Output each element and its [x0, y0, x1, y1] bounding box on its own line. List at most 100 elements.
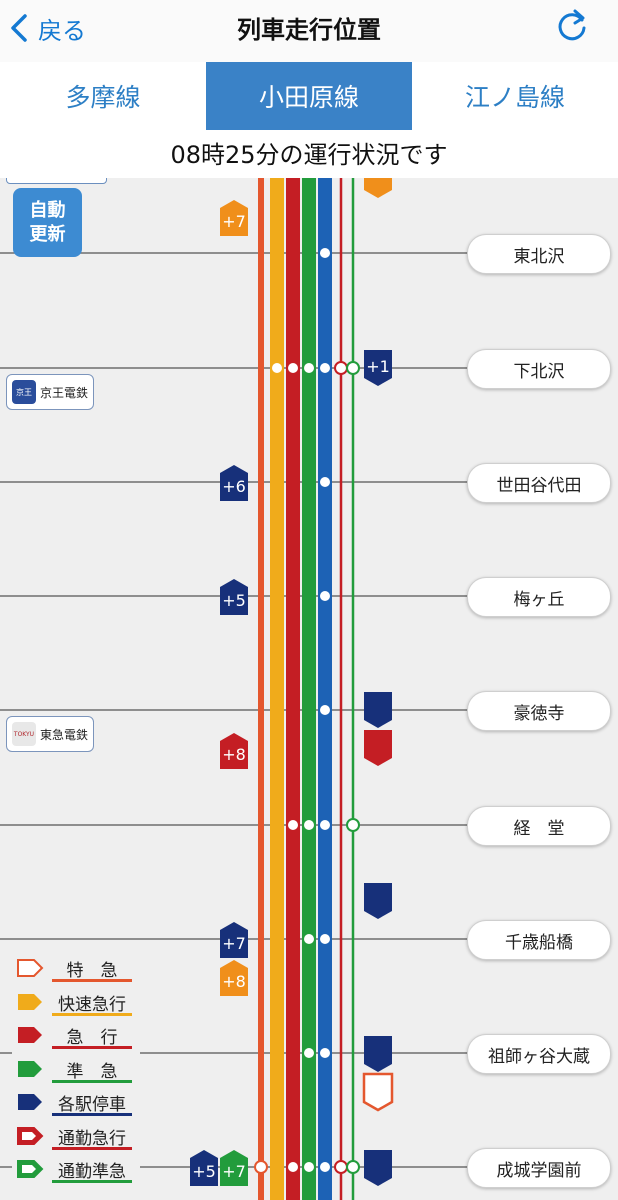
train-label: +7: [222, 934, 246, 953]
legend-label: 各駅停車: [58, 1095, 126, 1115]
legend-underline: [52, 1146, 132, 1150]
legend-underline: [52, 1113, 132, 1116]
train-type-icon: [18, 1060, 42, 1077]
legend-underline: [52, 1079, 132, 1083]
chevron-left-icon: [11, 14, 27, 42]
station-pill[interactable]: 東北沢: [467, 234, 611, 274]
train-marker: [364, 883, 392, 919]
stop-dot: [320, 477, 330, 487]
tab-tama-line[interactable]: 多摩線: [65, 83, 141, 112]
legend-item: 各駅停車: [12, 1088, 140, 1122]
station-pill[interactable]: 世田谷代田: [467, 463, 611, 503]
stop-dot: [320, 363, 330, 373]
company-badge-tokyu[interactable]: TOKYU 東急電鉄: [6, 716, 94, 752]
tab-enoshima-line[interactable]: 江ノ島線: [464, 83, 565, 112]
stop-dot: [320, 820, 330, 830]
stop-ring: [346, 361, 360, 375]
stop-dot: [288, 820, 298, 830]
keio-logo-text: 京王: [16, 387, 32, 397]
legend-label: 快速急行: [58, 994, 126, 1015]
legend-label: 通勤準急: [58, 1162, 126, 1182]
stop-dot: [320, 248, 330, 258]
legend: 特 急快速急行急 行準 急各駅停車通勤急行通勤準急: [12, 946, 140, 1189]
stop-ring: [334, 361, 348, 375]
stop-dot: [320, 934, 330, 944]
train-label: +7: [222, 212, 246, 231]
train-marker: [364, 178, 392, 198]
stop-dot: [288, 363, 298, 373]
station-pill[interactable]: 梅ヶ丘: [467, 577, 611, 617]
train-marker: [220, 733, 248, 769]
stop-ring: [346, 1160, 360, 1174]
refresh-button[interactable]: [552, 6, 592, 46]
stop-dot: [320, 1048, 330, 1058]
back-button[interactable]: 戻る: [10, 8, 86, 48]
company-badge-keio[interactable]: 京王 京王電鉄: [6, 374, 94, 410]
legend-item: 急 行: [12, 1021, 140, 1055]
train-marker: [364, 1036, 392, 1072]
page-title: 列車走行位置: [237, 16, 381, 44]
legend-item: 通勤準急: [12, 1155, 140, 1189]
legend-label: 通勤急行: [58, 1128, 126, 1149]
refresh-icon: [558, 9, 586, 41]
station-pill[interactable]: 下北沢: [467, 349, 611, 389]
station-pill[interactable]: 千歳船橋: [467, 920, 611, 960]
legend-label: 特 急: [66, 961, 118, 981]
stop-ring: [346, 818, 360, 832]
train-type-icon: [17, 1126, 44, 1145]
company-badge-partial: [6, 178, 107, 184]
stop-dot: [288, 1162, 298, 1172]
stop-dot: [304, 1048, 314, 1058]
keio-logo-icon: 京王: [12, 380, 36, 404]
train-label: +5: [222, 591, 246, 610]
stop-dot: [320, 591, 330, 601]
stop-dot: [304, 934, 314, 944]
train-label: +7: [222, 1162, 246, 1181]
auto-update-button[interactable]: 自動 更新: [13, 188, 82, 257]
legend-item: 準 急: [12, 1055, 140, 1089]
train-label: +8: [222, 972, 246, 991]
train-marker: [220, 1150, 248, 1186]
train-marker: [364, 1150, 392, 1186]
train-marker: [220, 579, 248, 615]
station-pill[interactable]: 祖師ヶ谷大蔵: [467, 1034, 611, 1074]
train-marker: [362, 1072, 394, 1112]
train-type-icon: [18, 1027, 42, 1043]
legend-underline: [52, 1046, 132, 1049]
stop-ring: [254, 1160, 268, 1174]
train-type-icon: [18, 1094, 42, 1110]
station-pill[interactable]: 成城学園前: [467, 1148, 611, 1188]
train-marker: [220, 465, 248, 501]
station-pill[interactable]: 豪徳寺: [467, 691, 611, 731]
legend-item: 通勤急行: [12, 1122, 140, 1156]
train-type-icon: [17, 1160, 44, 1178]
legend-label: 急 行: [66, 1028, 118, 1048]
legend-label: 準 急: [66, 1061, 118, 1082]
train-marker: [220, 200, 248, 236]
nav-bar: 戻る 列車走行位置: [0, 0, 618, 63]
legend-underline: [52, 1012, 132, 1016]
station-pill[interactable]: 経 堂: [467, 806, 611, 846]
legend-item: 特 急: [12, 954, 140, 988]
legend-underline: [52, 979, 132, 982]
train-label: +5: [192, 1162, 216, 1181]
legend-underline: [52, 1180, 132, 1183]
tokyu-logo-icon: TOKYU: [12, 722, 36, 746]
stop-dot: [320, 705, 330, 715]
stop-dot: [304, 363, 314, 373]
line-tabs: 多摩線 小田原線 江ノ島線: [0, 62, 618, 130]
legend-item: 快速急行: [12, 988, 140, 1022]
stop-ring: [334, 1160, 348, 1174]
train-label: +6: [222, 477, 246, 496]
train-marker: [364, 692, 392, 728]
company-name: 京王電鉄: [40, 385, 89, 400]
train-marker: [364, 730, 392, 766]
stop-dot: [320, 1162, 330, 1172]
tab-odawara-line[interactable]: 小田原線: [206, 62, 412, 130]
auto-update-label: 自動 更新: [29, 199, 66, 245]
train-type-icon: [18, 993, 42, 1010]
route-map: +7+1+6+5+8+7+8+5+7 自動 更新 京王 京王電鉄 TOKYU 東…: [0, 178, 618, 1200]
tokyu-logo-text: TOKYU: [13, 730, 35, 738]
company-name: 東急電鉄: [40, 727, 89, 742]
stop-dot: [304, 820, 314, 830]
